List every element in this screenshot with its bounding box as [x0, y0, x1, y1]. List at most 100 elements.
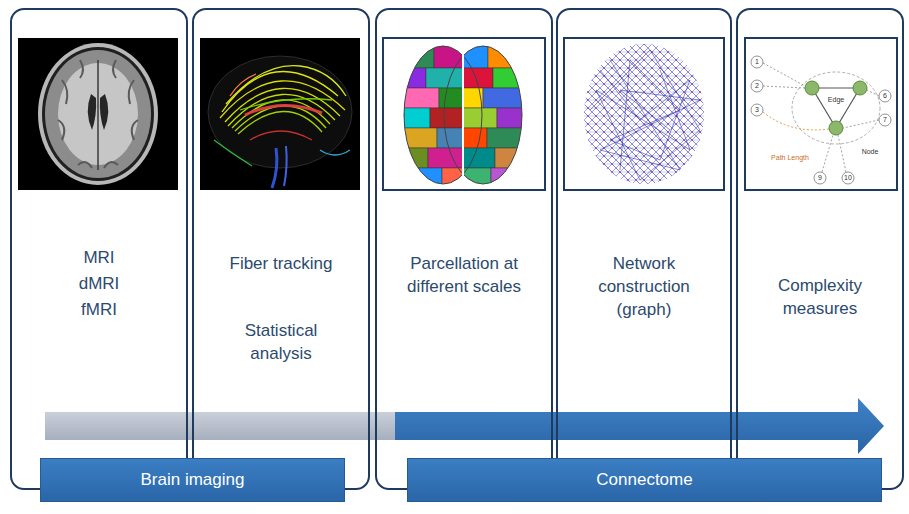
pipeline-arrow	[45, 412, 400, 440]
node-number: 9	[818, 174, 822, 182]
stage-label: dMRI	[79, 272, 120, 295]
parcellated-cortex	[483, 88, 522, 108]
parcellated-cortex	[426, 68, 463, 88]
mri-slice	[45, 50, 151, 178]
parcellated-cortex	[444, 46, 522, 184]
network-mesh	[584, 44, 704, 184]
stage-label: MRI	[83, 246, 114, 269]
fiber-tractography	[245, 105, 322, 115]
stage-label: Statistical analysis	[215, 319, 347, 365]
parcellated-cortex	[463, 148, 495, 168]
network-mesh	[600, 60, 700, 170]
fiber-tractography	[284, 146, 287, 186]
group-label: Brain imaging	[141, 469, 245, 491]
network-mesh	[590, 50, 700, 180]
graph-measures-sketch	[763, 112, 829, 130]
stage-label: Fiber tracking	[230, 252, 333, 275]
graph-measures-sketch	[867, 90, 879, 96]
network-mesh	[590, 50, 700, 180]
parcellated-cortex	[383, 38, 545, 190]
stage-label: fMRI	[81, 298, 117, 321]
group-bar: Connectome	[407, 458, 882, 502]
mri-slice	[42, 47, 154, 181]
graph-measures-sketch	[879, 114, 891, 126]
mri-slice	[97, 60, 99, 170]
graph-measures-sketch	[751, 56, 891, 184]
mri-slice	[100, 94, 108, 130]
parcellated-cortex	[404, 108, 430, 128]
node-number: 2	[755, 82, 759, 90]
parcellated-cortex	[428, 148, 463, 168]
pipeline-arrow	[395, 398, 884, 454]
stage-panel: Parcellation at different scales	[375, 8, 553, 490]
group-label: Connectome	[596, 469, 692, 491]
fiber-tractography	[200, 38, 360, 190]
fiber-tractography	[250, 131, 312, 140]
stage-panel: Fiber trackingStatistical analysis	[192, 8, 370, 490]
mri-slice	[38, 43, 158, 185]
parcellated-cortex	[404, 128, 437, 148]
graph-measures-sketch	[792, 72, 880, 144]
graph-measures-sketch	[842, 172, 854, 184]
graph-measures-sketch	[763, 63, 879, 172]
fiber-tractography	[208, 56, 352, 168]
mri-slice	[18, 38, 178, 190]
parcellated-cortex	[404, 88, 439, 108]
parcellated-cortex	[495, 148, 522, 168]
graph-measures-sketch	[751, 56, 763, 68]
parcellated-cortex	[493, 68, 522, 88]
stage-panel: Network construction (graph)	[556, 8, 732, 490]
parcellated-cortex	[437, 128, 463, 148]
group-bar: Brain imaging	[40, 458, 345, 502]
pipeline-arrow	[45, 398, 884, 454]
stage-panel: MRI dMRI fMRI	[10, 8, 188, 490]
fiber-tractography	[272, 148, 277, 188]
parcellated-cortex	[497, 108, 522, 128]
stage-panel: Complexity measures	[736, 8, 904, 490]
parcellated-cortex	[404, 46, 522, 186]
parcellated-cortex	[488, 46, 522, 68]
parcellated-cortex	[463, 46, 488, 68]
network-mesh	[564, 38, 724, 190]
network-mesh	[564, 38, 724, 190]
node-number: 10	[844, 174, 852, 182]
graph-measures-sketch	[763, 86, 805, 88]
parcellated-cortex	[430, 108, 463, 128]
fiber-tractography	[214, 140, 252, 166]
graph-measures-sketch	[843, 120, 879, 128]
fiber-tractography	[300, 66, 346, 96]
stage-label: Network construction (graph)	[578, 252, 710, 321]
parcellated-cortex	[404, 46, 482, 184]
node-number: 1	[755, 58, 759, 66]
stage-label: Parcellation at different scales	[398, 252, 530, 298]
graph-measures-sketch	[805, 81, 819, 95]
graph-measures-sketch	[763, 63, 805, 86]
graph-annotation: Edge	[828, 96, 844, 104]
graph-measures-sketch	[751, 80, 763, 92]
parcellated-cortex	[404, 46, 434, 68]
graph-annotation: Path Length	[771, 154, 809, 162]
parcellated-cortex	[383, 38, 545, 190]
graph-measures-sketch	[853, 81, 867, 95]
node-number: 3	[755, 106, 759, 114]
fiber-tractography	[214, 66, 350, 188]
graph-measures-sketch	[822, 135, 833, 172]
node-number: 7	[883, 116, 887, 124]
graph-annotation: Node	[862, 148, 879, 156]
fiber-tractography	[235, 106, 326, 131]
mri-slice	[88, 94, 96, 130]
fiber-tractography	[230, 74, 256, 96]
parcellated-cortex	[439, 88, 463, 108]
fiber-tractography	[200, 38, 360, 190]
fiber-tractography	[320, 150, 350, 155]
fiber-tractography	[232, 100, 330, 128]
graph-measures-sketch	[829, 121, 843, 135]
graph-measures-sketch	[751, 104, 763, 116]
graph-measures-sketch	[805, 81, 867, 135]
parcellated-cortex	[463, 108, 497, 128]
graph-measures-sketch	[745, 38, 897, 190]
parcellated-cortex	[463, 128, 487, 148]
stage-label: Complexity measures	[754, 274, 886, 320]
graph-measures-sketch	[814, 172, 826, 184]
mri-slice	[18, 38, 178, 190]
